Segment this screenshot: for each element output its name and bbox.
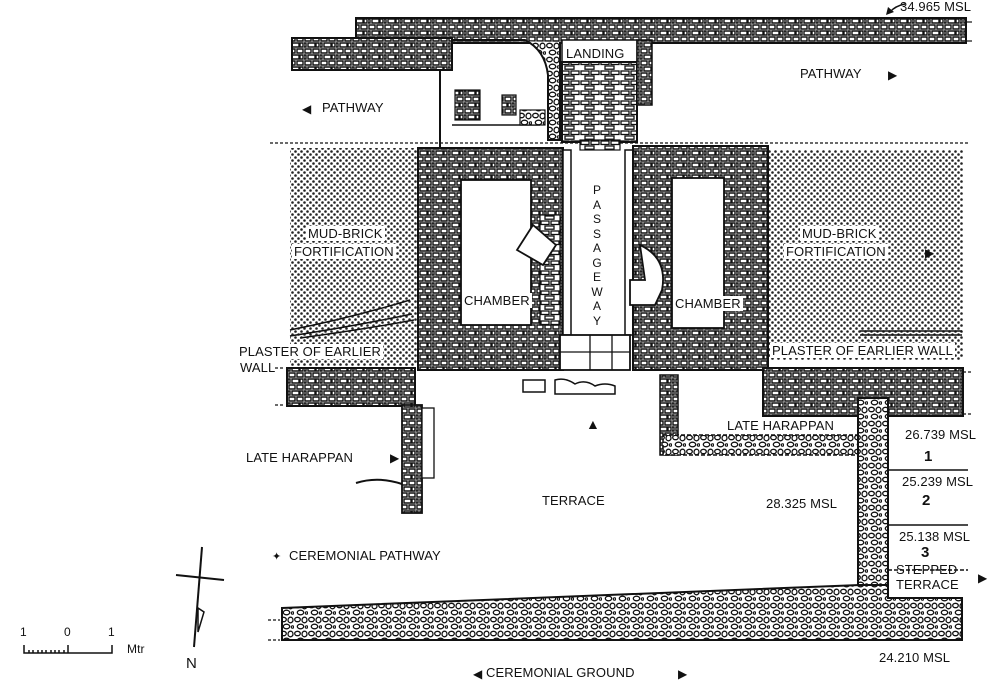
level-top: 34.965 MSL (900, 0, 972, 14)
top-wall (270, 17, 972, 148)
late-harappan-left-label: LATE HARAPPAN (246, 450, 354, 465)
arrow-right-icon: ▶ (925, 246, 935, 260)
step-1-number: 1 (924, 448, 933, 465)
step-lines (888, 469, 968, 571)
left-chamber-walls (417, 147, 564, 371)
north-arrow-icon (175, 546, 225, 648)
level-step-1: 26.739 MSL (905, 427, 977, 442)
arrow-right-icon: ▶ (390, 451, 400, 465)
late-harappan-right-label: LATE HARAPPAN (727, 418, 835, 433)
arrow-right-icon: ▶ (888, 68, 898, 82)
chamber-left-label: CHAMBER (462, 293, 532, 308)
mudbrick-left-line1: MUD-BRICK (306, 226, 385, 241)
stepped-terrace-line2: TERRACE (896, 577, 959, 592)
scale-bar (23, 645, 113, 654)
late-harappan-structure-right (659, 367, 972, 599)
lower-left-wall (275, 367, 435, 514)
arrow-up-icon: ▲ (586, 416, 600, 432)
landing-label: LANDING (564, 46, 627, 61)
arrow-right-icon: ▶ (678, 667, 688, 681)
level-step-2: 25.239 MSL (902, 474, 974, 489)
mudbrick-right-line1: MUD-BRICK (800, 226, 879, 241)
scale-tick-zero: 0 (64, 625, 71, 639)
ceremonial-ground-label: CEREMONIAL GROUND (486, 665, 635, 680)
pathway-right-label: PATHWAY (800, 66, 862, 81)
scale-tick-right: 1 (108, 625, 115, 639)
level-step-3: 25.138 MSL (899, 529, 971, 544)
level-leader-arrow-icon (886, 7, 894, 15)
passageway-label: PASSAGEWAY (591, 183, 603, 328)
plaster-left-line1: PLASTER OF EARLIER (237, 344, 383, 359)
plaster-right-label: PLASTER OF EARLIER WALL (770, 343, 955, 358)
level-bottom: 24.210 MSL (879, 650, 951, 665)
arrow-right-icon: ▶ (978, 571, 988, 585)
arrow-left-icon: ✦ (272, 551, 282, 563)
level-terrace: 28.325 MSL (766, 496, 838, 511)
bottom-wall (268, 584, 963, 641)
arrow-left-icon: ◀ (473, 667, 483, 681)
mudbrick-right-line2: FORTIFICATION (784, 244, 888, 259)
north-label: N (186, 655, 197, 672)
scale-tick-left: 1 (20, 625, 27, 639)
scale-unit: Mtr (127, 642, 145, 656)
threshold-stones (522, 378, 616, 395)
mudbrick-left-line2: FORTIFICATION (292, 244, 396, 259)
stepped-terrace-line1: STEPPED (896, 562, 958, 577)
step-2-number: 2 (922, 492, 931, 509)
terrace-label: TERRACE (542, 493, 605, 508)
arrow-left-icon: ◀ (302, 102, 312, 116)
chamber-right-label: CHAMBER (673, 296, 743, 311)
plaster-left-line2: WALL (240, 360, 276, 375)
passageway-walls (559, 139, 634, 371)
step-3-number: 3 (921, 544, 930, 561)
plaster-lines (289, 299, 962, 339)
pathway-left-label: PATHWAY (322, 100, 384, 115)
right-chamber-walls (629, 145, 769, 371)
ceremonial-pathway-label: CEREMONIAL PATHWAY (289, 548, 441, 563)
